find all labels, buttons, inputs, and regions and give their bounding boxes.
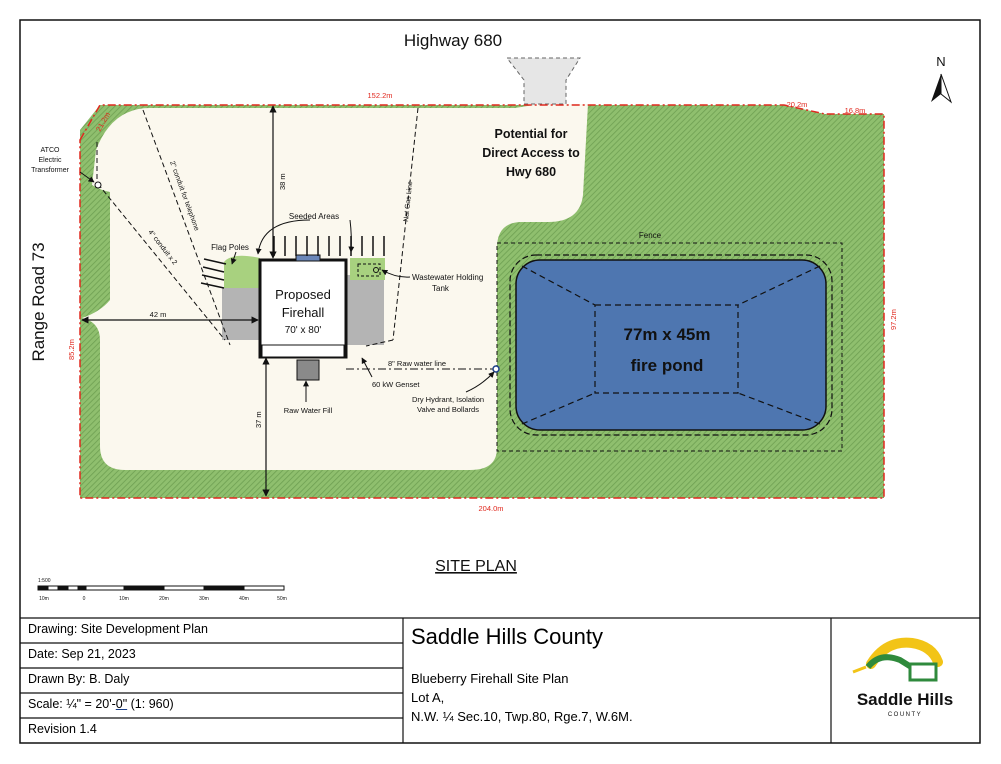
wastewater-label-2: Tank [432, 284, 450, 293]
atco-label-2: Electric [39, 157, 62, 164]
atco-label-3: Transformer [31, 167, 70, 174]
scale-tick-4: 30m [199, 596, 209, 602]
highway-label: Highway 680 [404, 31, 502, 50]
scale-bar [37, 585, 285, 591]
legal-description: N.W. ¼ Sec.10, Twp.80, Rge.7, W.6M. [411, 709, 633, 724]
seeded-area-west [224, 255, 260, 288]
gas-line [392, 107, 419, 341]
firehall-label-3: 70' x 80' [285, 325, 322, 336]
property-boundary [79, 104, 885, 499]
boundary-bottom-label: 204.0m [478, 504, 503, 513]
scale-tick-3: 20m [159, 596, 169, 602]
project-name: Blueberry Firehall Site Plan [411, 671, 569, 686]
highway-access [505, 57, 581, 105]
scale-tick-6: 50m [277, 596, 287, 602]
dim-38-label: 38 m [278, 173, 287, 190]
firehall-apron [261, 344, 345, 358]
boundary-top-r2-label: 16.8m [845, 106, 866, 115]
scale-underlined: 0" [115, 697, 128, 711]
fence-label: Fence [639, 231, 662, 240]
scale-tick-2: 10m [119, 596, 129, 602]
pond-label-1: 77m x 45m [624, 325, 711, 344]
fire-pond [515, 259, 827, 431]
lot-label: Lot A, [411, 690, 445, 705]
roof-unit [295, 254, 321, 262]
boundary-top-r1-label: 20.2m [787, 100, 808, 109]
telephone-conduit [142, 109, 231, 346]
dim-42-label: 42 m [150, 310, 167, 319]
power-conduit [97, 183, 226, 341]
dry-hydrant-marker [492, 365, 500, 373]
saddle-hills-logo-icon [852, 637, 943, 682]
north-arrow-icon [931, 73, 953, 104]
logo-main-text: Saddle Hills [857, 690, 953, 709]
pond-outer-ring [509, 254, 833, 436]
boundary-top-label: 152.2m [367, 91, 392, 100]
potential-access-1: Potential for [495, 127, 568, 141]
seeded-areas-label: Seeded Areas [289, 212, 339, 221]
scale-tick-1: 0 [83, 596, 86, 602]
scale-prefix: Scale: ¼" = 20'- [28, 697, 116, 711]
revision: Revision 1.4 [28, 722, 97, 736]
range-road-label: Range Road 73 [29, 242, 48, 361]
scale-tick-0: 10m [39, 596, 49, 602]
west-gray-pad [222, 288, 260, 340]
gas-line-label: Nat Gas Line [403, 181, 414, 222]
flag-poles-label: Flag Poles [211, 243, 249, 252]
genset-label: 60 kW Genset [372, 380, 420, 389]
boundary-left-label: 85.2m [67, 339, 76, 360]
wastewater-label-1: Wastewater Holding [412, 273, 483, 282]
atco-transformer-marker [94, 181, 102, 189]
genset-pad [296, 359, 320, 381]
north-label: N [936, 54, 945, 69]
hydrant-label-2: Valve and Bollards [417, 405, 479, 414]
potential-access-2: Direct Access to [482, 146, 580, 160]
pond-bottom [594, 304, 739, 394]
pond-label-2: fire pond [631, 356, 704, 375]
wastewater-tank [357, 263, 381, 277]
boundary-right-label: 97.2m [889, 309, 898, 330]
drawing-scale: Scale: ¼" = 20'-0" (1: 960) [28, 697, 174, 711]
hydrant-label-1: Dry Hydrant, Isolation [412, 395, 484, 404]
potential-access-3: Hwy 680 [506, 165, 556, 179]
dim-37-label: 37 m [254, 411, 263, 428]
drawing-date: Date: Sep 21, 2023 [28, 647, 136, 661]
site-plan-title: SITE PLAN [435, 558, 517, 575]
firehall-label-1: Proposed [275, 287, 331, 302]
firehall-label-2: Firehall [282, 305, 325, 320]
scale-ratio-label: 1:500 [38, 578, 51, 584]
drawn-by: Drawn By: B. Daly [28, 672, 130, 686]
raw-water-fill-label: Raw Water Fill [284, 406, 333, 415]
scale-suffix: (1: 960) [127, 697, 174, 711]
logo-sub-text: COUNTY [888, 712, 922, 718]
county-name: Saddle Hills County [411, 624, 603, 649]
pond-fence [496, 242, 843, 452]
atco-label-1: ATCO [41, 147, 60, 154]
drawing-title: Drawing: Site Development Plan [28, 622, 208, 636]
east-gray-pad [344, 275, 384, 345]
raw-water-line-label: 8" Raw water line [388, 359, 446, 368]
scale-tick-5: 40m [239, 596, 249, 602]
